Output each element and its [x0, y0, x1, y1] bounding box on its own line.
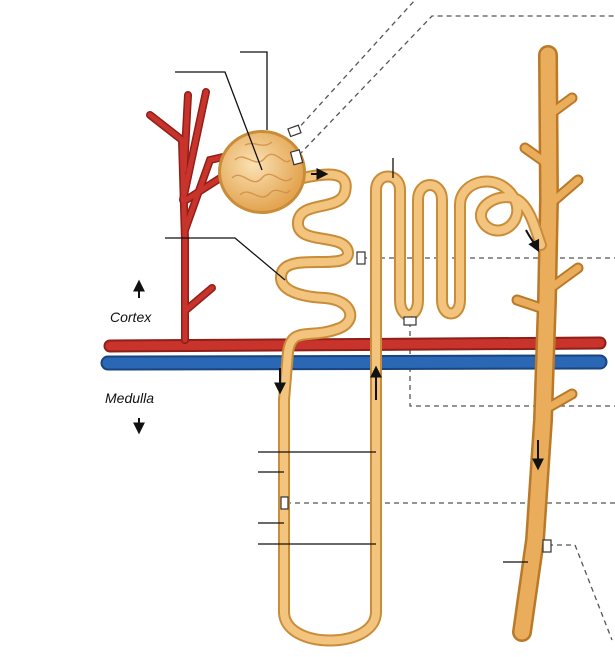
nephron-tubule — [275, 168, 547, 647]
medulla-label: Medulla — [105, 390, 155, 406]
marker-box-loop — [280, 496, 289, 510]
flow-arrows — [133, 168, 544, 471]
arcuate-vessels — [100, 336, 608, 371]
leader-bowman — [240, 51, 268, 130]
glomerulus — [218, 130, 306, 214]
marker-box-dct — [403, 316, 417, 326]
leader-glomerular-cap — [175, 71, 263, 171]
marker-box-pct — [356, 251, 366, 265]
marker-box-capsule-1 — [287, 124, 302, 138]
leader-glomerulus-b — [298, 15, 615, 156]
leader-pct-blank — [165, 237, 286, 281]
solid-leader-lines — [165, 51, 528, 563]
marker-boxes — [280, 124, 552, 553]
leader-collecting-duct — [548, 544, 613, 641]
cortex-label: Cortex — [110, 309, 152, 325]
marker-box-duct — [542, 539, 552, 553]
leader-glomerulus-a — [294, 0, 416, 133]
marker-box-capsule-2 — [289, 149, 304, 166]
collecting-duct — [511, 45, 584, 642]
interlobular-artery — [146, 88, 236, 344]
arrow-into-duct — [525, 229, 540, 253]
